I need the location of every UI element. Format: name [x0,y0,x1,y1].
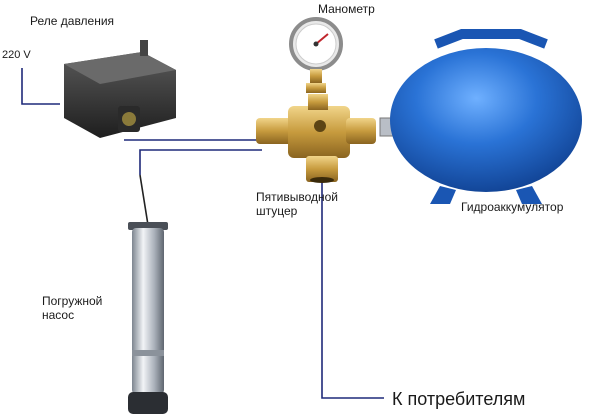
power-wire [21,68,60,105]
manometer-icon [289,17,343,93]
brass-fitting-icon [256,94,376,183]
manometer-label: Манометр [318,2,375,16]
submersible-pump-icon [128,222,168,414]
voltage-label: 220 V [2,49,31,61]
consumers-label: К потребителям [392,389,526,409]
accumulator-label: Гидроаккумулятор [461,200,564,214]
wires [21,68,384,399]
pressure-switch-icon [64,40,176,138]
accumulator-tank-icon [379,29,582,204]
pump-cable [139,149,262,175]
pressure-switch-label: Реле давления [30,14,115,28]
pump-label: Погружной насос [42,294,103,322]
pump-cable-down [139,174,149,226]
fitting-label: Пятивыводной штуцер [256,190,338,218]
consumer-line [321,180,384,399]
